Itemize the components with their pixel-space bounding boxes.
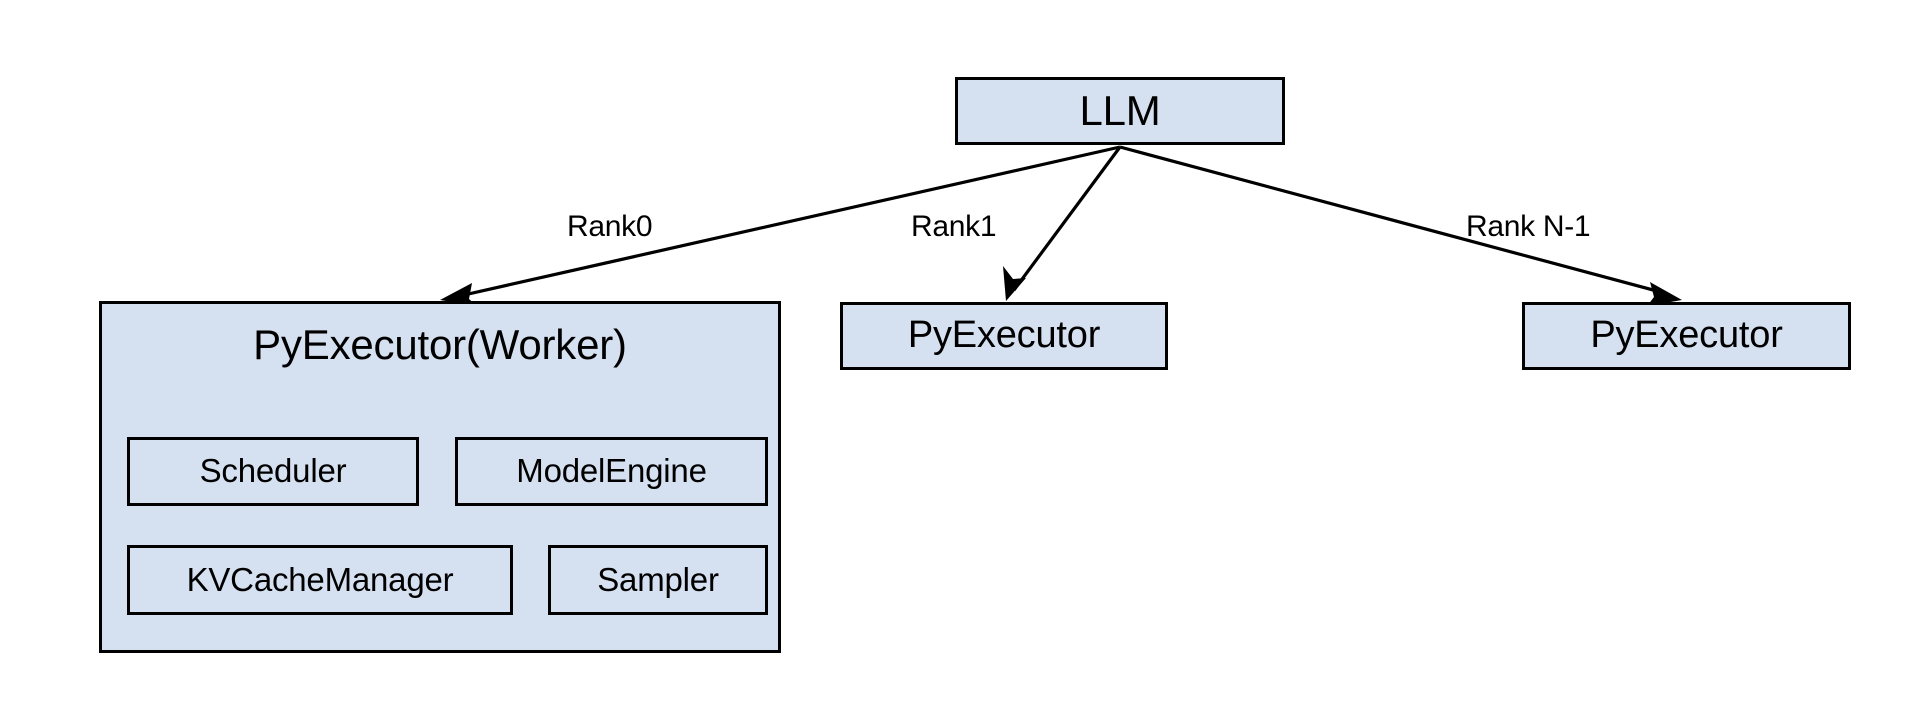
edge-rank1 [1003,146,1122,301]
node-kv-cache-manager[interactable]: KVCacheManager [127,545,513,615]
node-pyexecutor-worker[interactable]: PyExecutor(Worker) Scheduler ModelEngine… [99,301,781,653]
node-sampler[interactable]: Sampler [548,545,768,615]
edge-label-rank1: Rank1 [911,210,997,243]
edge-rank-n-1 [1119,145,1682,306]
node-pyexecutor-rank-n-1[interactable]: PyExecutor [1522,302,1851,370]
node-pyexecutor-rank1[interactable]: PyExecutor [840,302,1168,370]
node-pyexecutor-worker-title: PyExecutor(Worker) [253,321,627,368]
edge-label-rank0: Rank0 [567,210,653,243]
node-scheduler[interactable]: Scheduler [127,437,419,506]
node-llm[interactable]: LLM [955,77,1285,145]
edge-rank0 [440,145,1121,306]
node-model-engine[interactable]: ModelEngine [455,437,768,506]
edge-label-rank-n-1: Rank N-1 [1466,210,1591,243]
